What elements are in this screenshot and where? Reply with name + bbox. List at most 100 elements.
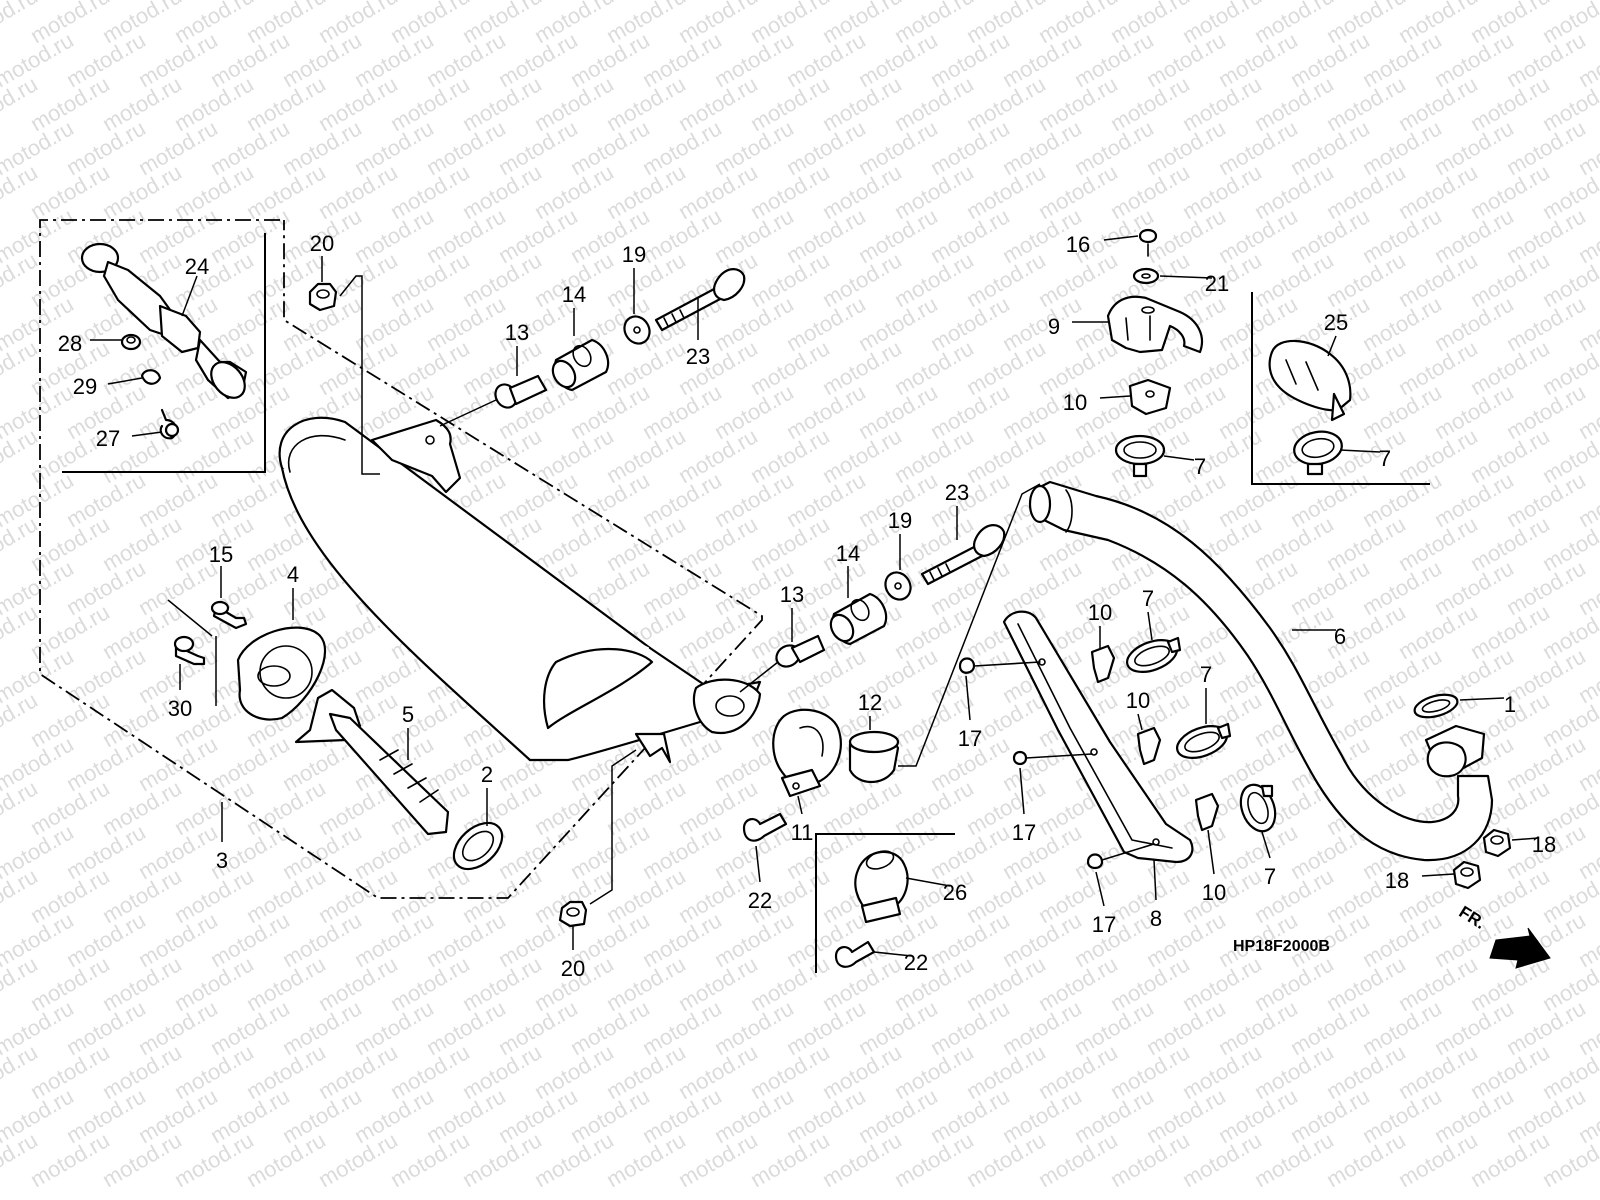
part-18-nut-b [1452,860,1482,890]
callout-c17b: 17 [1012,820,1036,845]
part-15-bolt [210,600,248,630]
callout-c27: 27 [96,426,120,451]
leader-c7b [1339,449,1381,453]
callout-c13a: 13 [505,320,529,345]
part-6-exhaust-pipe [1028,480,1494,862]
callout-c19a: 19 [622,242,646,267]
part-7-band-d [1176,722,1232,759]
callout-c9: 9 [1048,314,1060,339]
muffler-assembly-frame [39,219,763,899]
callout-c5: 5 [402,702,414,727]
part-7-band-c [1126,636,1182,673]
callout-c17a: 17 [958,726,982,751]
part-22-bolt-b [834,940,876,968]
part-22-bolt-a [742,812,788,842]
leader-c7c [1147,611,1153,641]
leader-c18a [1511,837,1539,841]
leader-c16 [1103,235,1139,241]
callout-c23a: 23 [686,344,710,369]
callout-c20b: 20 [561,956,585,981]
leader-c11 [797,795,803,815]
callout-c28: 28 [58,331,82,356]
part-17-screw-c [1086,843,1155,870]
part-1-gasket [1413,693,1459,719]
part-20-collar-bottom [558,900,588,928]
leader-c22a [755,845,761,883]
callout-c7c: 7 [1142,586,1154,611]
leader-c7e [1261,831,1271,859]
leader-12 [898,483,1041,767]
callout-c4: 4 [287,562,299,587]
leader-c26 [905,877,951,887]
callout-c16: 16 [1066,232,1090,257]
leader-c1 [1459,697,1505,701]
part-25-band [1268,339,1352,422]
callout-c10b: 10 [1088,600,1112,625]
callout-c26: 26 [943,880,967,905]
leader-c10d [1207,829,1215,875]
leader-c10a [1099,395,1131,399]
inset-box-band [815,833,955,973]
callout-c19b: 19 [888,508,912,533]
part-20-collar-top [308,282,338,312]
callout-c7a: 7 [1194,454,1206,479]
callout-c7b: 7 [1379,446,1391,471]
part-10-bracket-b [1090,644,1116,684]
part-23-bolt-a [654,268,746,332]
callout-c1: 1 [1504,692,1516,717]
part-9-clamp [1106,295,1204,354]
part-16-screw [1138,228,1158,257]
leader-c21 [1159,275,1213,279]
callout-c7d: 7 [1200,662,1212,687]
leader-c24 [181,275,198,317]
part-17-screw-b [1012,750,1093,766]
callout-c11: 11 [791,820,814,845]
part-14-grommet-b [829,592,888,646]
leader-c17a [965,675,971,721]
inset-box-spark-arrester [62,233,266,473]
part-27-screw [159,408,180,440]
leader-20-top [339,275,380,475]
part-12-joint-collar [848,730,900,784]
leader-c27 [131,431,163,437]
part-29-nut [140,369,162,385]
leader-c8 [1153,859,1157,901]
callout-c25: 25 [1324,310,1348,335]
callout-c30: 30 [168,696,192,721]
callout-c18b: 18 [1385,868,1409,893]
leader-c7a [1163,455,1195,461]
part-23-bolt-b [920,524,1006,586]
part-17-screw-a [958,657,1041,674]
part-4-cap [236,626,327,721]
leader-lines [90,235,1539,957]
callout-c22b: 22 [904,950,928,975]
callout-c12: 12 [858,690,882,715]
callout-c14b: 14 [836,541,860,566]
inset-box-protector [1251,292,1430,485]
callout-c22a: 22 [748,888,772,913]
callout-c13b: 13 [780,582,804,607]
part-7-band-b [1293,430,1343,476]
part-28-washer [120,333,142,351]
leader-c17b [1019,767,1025,815]
part-11-clamp [772,708,842,798]
callout-c23b: 23 [945,480,969,505]
leader-20-bottom [589,749,637,905]
callout-c10c: 10 [1126,688,1150,713]
part-19-washer-a [623,315,651,345]
leader-c25 [1327,335,1337,357]
callout-c29: 29 [73,374,97,399]
leader-c22b [873,951,913,957]
callout-c6: 6 [1334,624,1346,649]
part-26-band [854,850,909,924]
callout-c10a: 10 [1063,390,1087,415]
callout-c7e: 7 [1264,864,1276,889]
callout-c21: 21 [1205,271,1229,296]
part-18-nut-a [1482,828,1512,858]
part-19-washer-b [884,571,912,601]
callout-c20a: 20 [310,231,334,256]
part-24-arrester [80,242,248,400]
part-10-bracket-d [1194,792,1220,832]
